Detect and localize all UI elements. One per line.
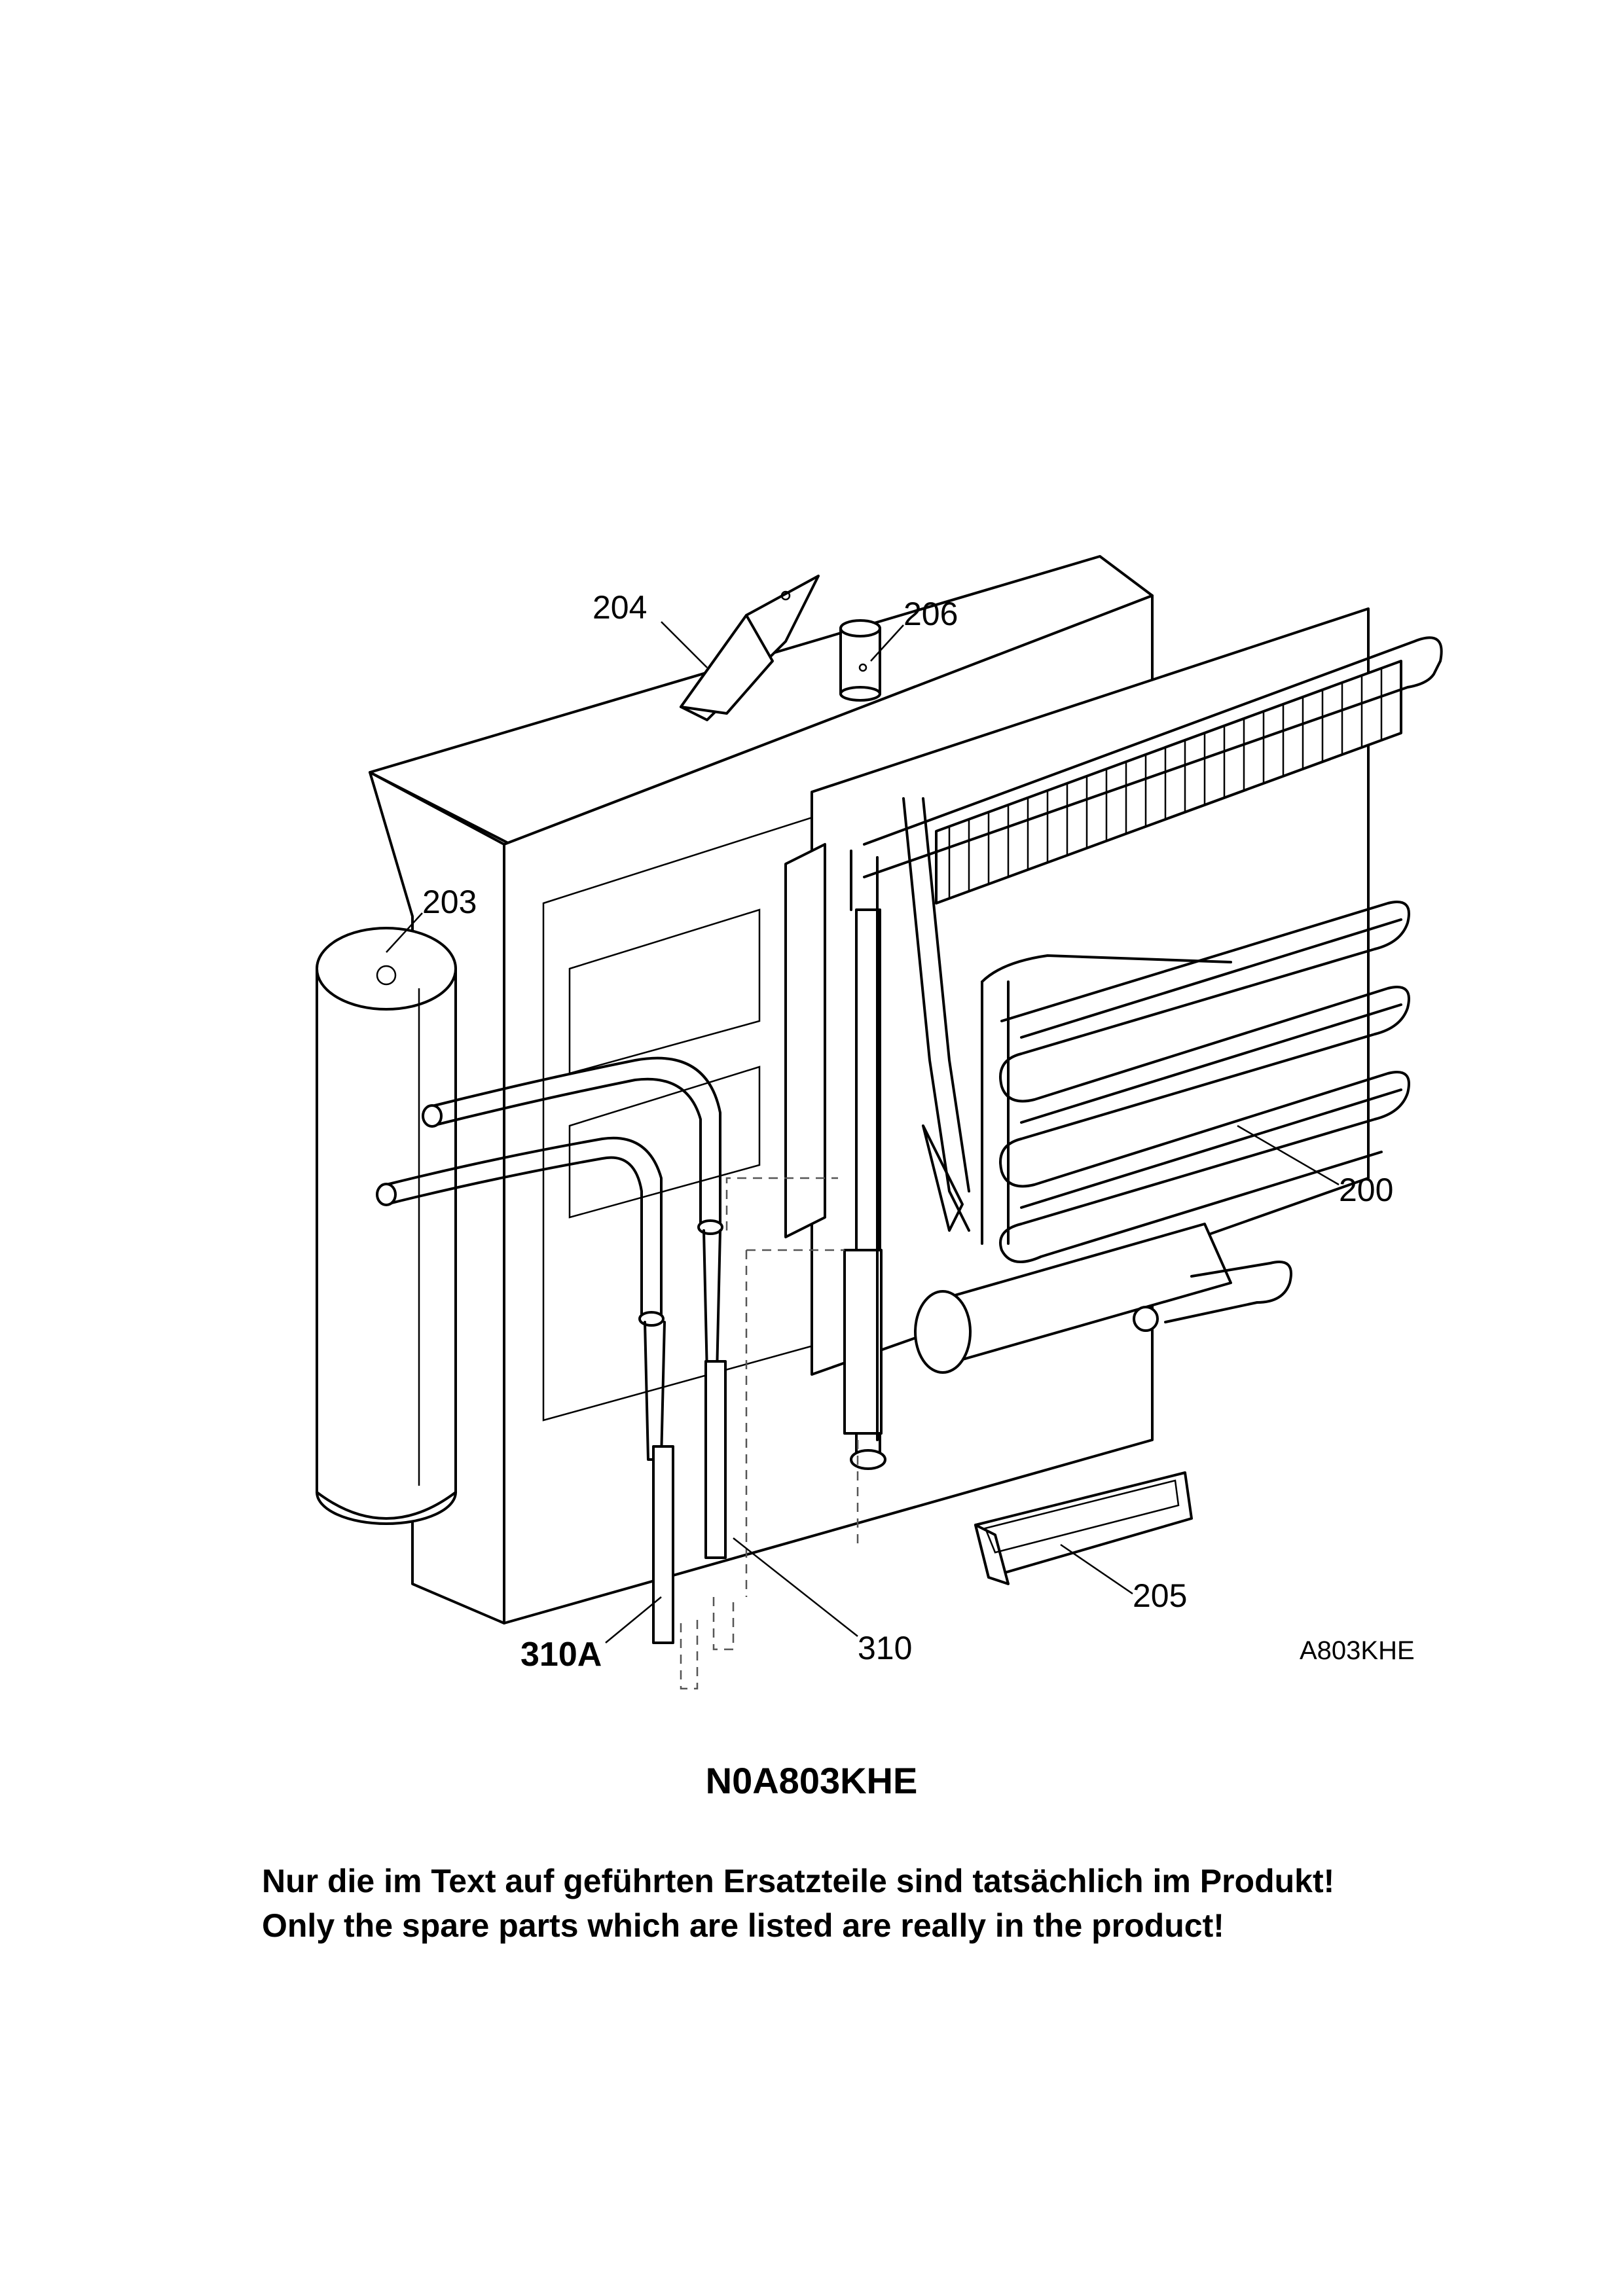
- leader-lines: [386, 621, 1340, 1643]
- vertical-tube: [843, 850, 886, 1470]
- callout-205: 205: [1133, 1577, 1187, 1614]
- callout-310a: 310A: [520, 1636, 602, 1674]
- callout-310: 310: [858, 1630, 912, 1666]
- pipe-ends-310: [638, 1177, 859, 1690]
- notice-line-english: Only the spare parts which are listed ar…: [262, 1907, 1224, 1944]
- cooling-unit-coil: [902, 797, 1410, 1374]
- bracket-204: [680, 575, 820, 721]
- exploded-parts-diagram: 204 206 203 200 205 310 310A A803KHE: [316, 555, 1443, 1690]
- sleeve-206: [839, 619, 881, 702]
- tray-205: [974, 1471, 1193, 1585]
- cylinder-203: [316, 927, 457, 1525]
- callout-203: 203: [422, 884, 477, 920]
- callout-206: 206: [903, 596, 958, 632]
- connecting-pipes: [376, 1056, 721, 1317]
- notice-line-german: Nur die im Text auf geführten Ersatzteil…: [262, 1863, 1335, 1899]
- spare-parts-notice: Nur die im Text auf geführten Ersatzteil…: [262, 1859, 1334, 1948]
- drawing-code: A803KHE: [1300, 1636, 1415, 1665]
- condenser-fins: [863, 636, 1443, 905]
- callout-200: 200: [1339, 1172, 1393, 1208]
- callout-204: 204: [593, 589, 647, 626]
- page-title: N0A803KHE: [705, 1760, 918, 1801]
